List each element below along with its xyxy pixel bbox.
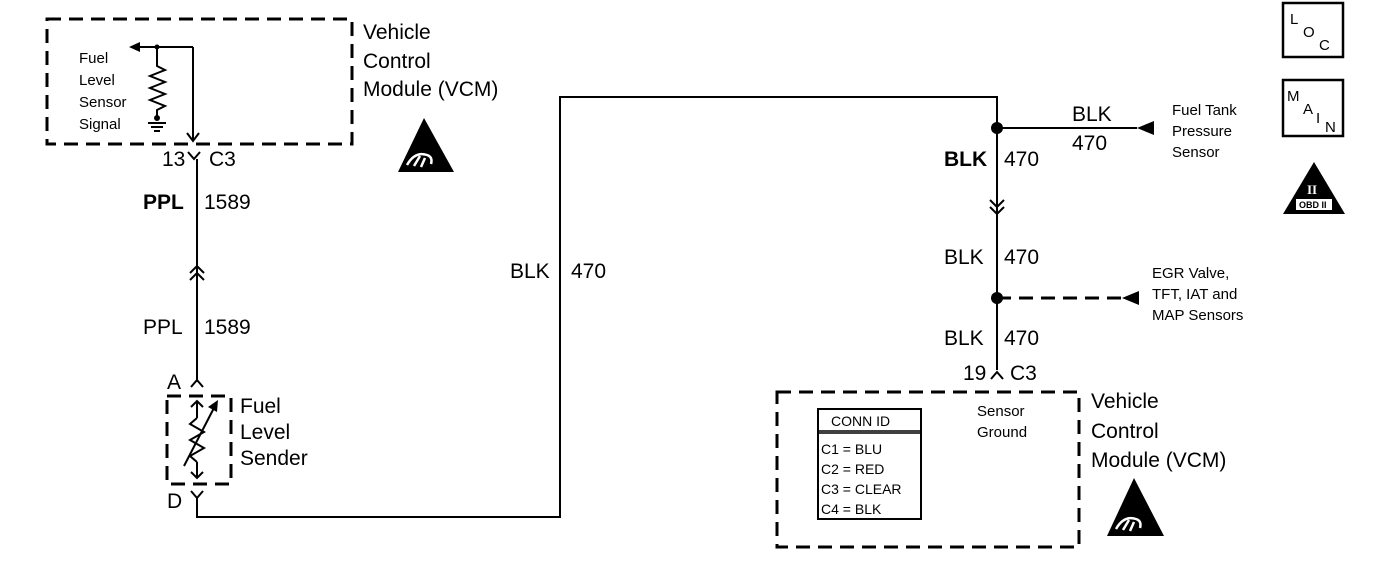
conn-id-row: C3 = CLEAR bbox=[821, 481, 902, 497]
ground-middle-number: 470 bbox=[571, 260, 606, 283]
vcm-bottom-pin: 19 bbox=[963, 362, 986, 385]
obd-ii-icon: II OBD II bbox=[1283, 162, 1345, 214]
ppl-lower-color: PPL bbox=[143, 316, 183, 339]
seg1-number: 470 bbox=[1004, 148, 1039, 171]
tank-sensor-line1: Fuel Tank bbox=[1172, 102, 1237, 119]
svg-text:N: N bbox=[1325, 119, 1336, 136]
sender-label-line3: Sender bbox=[240, 447, 308, 470]
vcm-top-box bbox=[45, 17, 354, 146]
vcm-top-title-line3: Module (VCM) bbox=[363, 78, 498, 101]
connector-female-symbol-d bbox=[190, 490, 204, 500]
conn-id-row: C2 = RED bbox=[821, 461, 884, 477]
vcm-bottom-title-line3: Module (VCM) bbox=[1091, 449, 1226, 472]
svg-text:I: I bbox=[1316, 110, 1320, 127]
ppl-upper-number: 1589 bbox=[204, 191, 251, 214]
signal-label-line2: Level bbox=[79, 72, 115, 89]
sensor-ground-line2: Ground bbox=[977, 424, 1027, 441]
connector-male-symbol-c3 bbox=[990, 370, 1004, 380]
esd-warning-icon-bottom bbox=[1107, 478, 1164, 536]
vcm-bottom-box bbox=[775, 390, 1081, 549]
conn-id-row: C4 = BLK bbox=[821, 501, 882, 517]
egr-arrow-icon bbox=[1122, 291, 1139, 305]
ppl-lower-number: 1589 bbox=[204, 316, 251, 339]
svg-text:M: M bbox=[1287, 88, 1300, 105]
sender-label-line1: Fuel bbox=[240, 395, 281, 418]
tank-sensor-arrow-icon bbox=[1137, 121, 1154, 135]
sender-pin-d: D bbox=[167, 490, 182, 513]
connector-male-symbol-a bbox=[190, 378, 204, 388]
svg-text:C: C bbox=[1319, 37, 1330, 54]
tank-sensor-line3: Sensor bbox=[1172, 144, 1220, 161]
tank-wire-number: 470 bbox=[1072, 132, 1107, 155]
tank-sensor-line2: Pressure bbox=[1172, 123, 1232, 140]
egr-line1: EGR Valve, bbox=[1152, 265, 1229, 282]
seg2-color: BLK bbox=[944, 246, 984, 269]
vcm-top-internal-wire bbox=[186, 47, 200, 143]
vcm-top-connector: C3 bbox=[209, 148, 236, 171]
inline-connector-left bbox=[189, 264, 205, 281]
egr-line3: MAP Sensors bbox=[1152, 307, 1243, 324]
signal-label-line3: Sensor bbox=[79, 94, 127, 111]
ground-middle-color: BLK bbox=[510, 260, 550, 283]
svg-text:L: L bbox=[1290, 11, 1298, 28]
svg-text:A: A bbox=[1303, 101, 1313, 118]
vcm-bottom-title-line2: Control bbox=[1091, 420, 1159, 443]
seg3-color: BLK bbox=[944, 327, 984, 350]
vcm-top-title-line2: Control bbox=[363, 50, 431, 73]
ppl-upper-color: PPL bbox=[143, 191, 184, 214]
variable-resistor-icon bbox=[183, 399, 218, 480]
vcm-top-pin: 13 bbox=[162, 148, 185, 171]
connector-female-symbol bbox=[187, 151, 201, 161]
egr-line2: TFT, IAT and bbox=[1152, 286, 1237, 303]
pullup-resistor-symbol bbox=[129, 42, 193, 132]
blk-470-ground-wire bbox=[196, 96, 998, 518]
fuel-sender-box bbox=[165, 394, 233, 486]
loc-icon: L O C bbox=[1281, 1, 1345, 59]
conn-id-header: CONN ID bbox=[831, 413, 890, 429]
tank-wire-color: BLK bbox=[1072, 103, 1112, 126]
main-icon: M A I N bbox=[1281, 78, 1345, 138]
svg-text:O: O bbox=[1303, 24, 1315, 41]
sender-pin-a: A bbox=[167, 371, 181, 394]
inline-connector-right bbox=[989, 199, 1005, 216]
signal-label-line1: Fuel bbox=[79, 50, 108, 67]
svg-text:II: II bbox=[1307, 182, 1317, 197]
conn-id-row: C1 = BLU bbox=[821, 441, 882, 457]
sensor-ground-line1: Sensor bbox=[977, 403, 1025, 420]
vcm-bottom-title-line1: Vehicle bbox=[1091, 390, 1159, 413]
esd-warning-icon-top bbox=[398, 118, 454, 172]
seg2-number: 470 bbox=[1004, 246, 1039, 269]
seg3-number: 470 bbox=[1004, 327, 1039, 350]
svg-text:OBD II: OBD II bbox=[1299, 200, 1327, 210]
seg1-color: BLK bbox=[944, 148, 987, 171]
sender-label-line2: Level bbox=[240, 421, 290, 444]
vcm-top-title-line1: Vehicle bbox=[363, 21, 431, 44]
vcm-bottom-connector: C3 bbox=[1010, 362, 1037, 385]
conn-id-table: CONN ID C1 = BLU C2 = RED C3 = CLEAR C4 … bbox=[817, 408, 922, 520]
signal-label-line4: Signal bbox=[79, 116, 121, 133]
